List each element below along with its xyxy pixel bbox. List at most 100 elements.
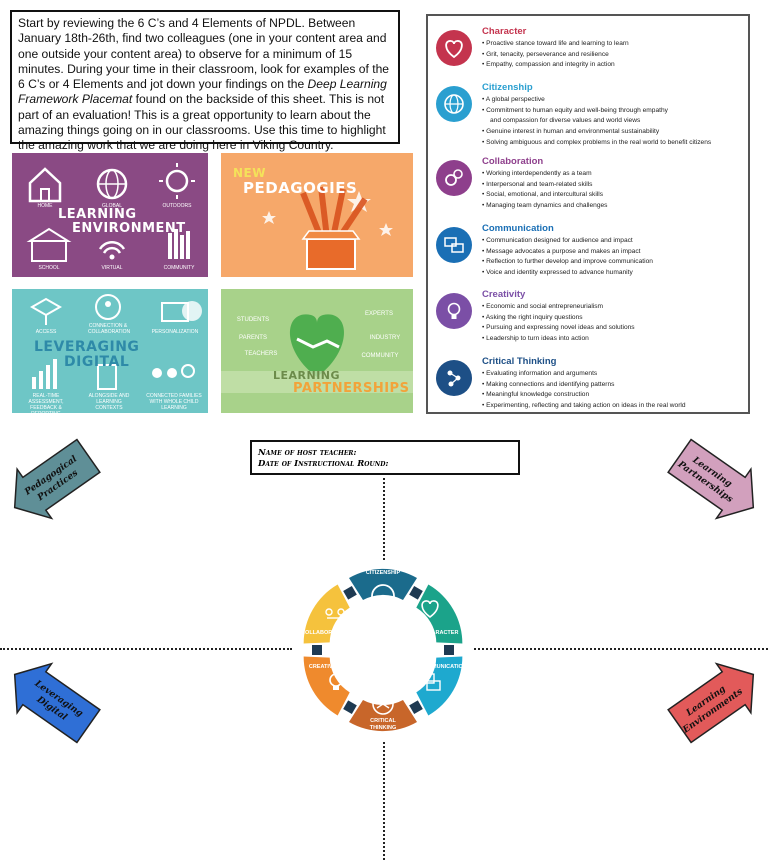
six-cs-wheel: CITIZENSHIP: [301, 568, 467, 732]
c-title: Character: [482, 26, 527, 37]
lightbulb-icon: [436, 293, 472, 329]
open-box-illustration: [262, 186, 393, 270]
pedagogical-practices-arrow: Pedagogical Practices: [13, 438, 101, 520]
heart-icon: [436, 30, 472, 66]
tile-label: SCHOOL: [38, 265, 60, 271]
tile-label: CONNECTION & COLLABORATION: [88, 323, 131, 335]
tile-label: GLOBAL: [101, 203, 122, 209]
tile-title-2: PARTNERSHIPS: [293, 381, 410, 396]
wheel-label: CREATIVITY: [309, 664, 342, 670]
list-item: Proactive stance toward life and learnin…: [482, 39, 629, 50]
intro-text-italic: Deep Learning Framework Placemat: [18, 77, 387, 107]
list-item: Solving ambiguous and complex problems i…: [482, 138, 711, 149]
tile-title-2: DIGITAL: [64, 354, 130, 370]
list-item: Leadership to turn ideas into action: [482, 334, 635, 345]
tile-title-1: LEVERAGING: [34, 339, 140, 355]
wheel-label: COLLABORATION: [301, 630, 349, 636]
speech-bubbles-icon: [420, 673, 441, 691]
tile-label: TEACHERS: [244, 351, 278, 357]
intro-text-1: Start by reviewing the 6 C’s and 4 Eleme…: [18, 16, 390, 92]
list-item: Reflection to further develop and improv…: [482, 257, 653, 268]
six-cs-panel: Character Proactive stance toward life a…: [426, 14, 750, 414]
host-teacher-box: Name of host teacher: Date of Instructio…: [250, 440, 520, 475]
wheel-label: CRITICAL: [370, 718, 396, 724]
tile-label: COMMUNITY: [163, 265, 195, 271]
speech-bubbles-icon: [436, 227, 472, 263]
tile-label: STUDENTS: [236, 317, 270, 323]
wheel-label: CHARACTER: [424, 630, 459, 636]
horizontal-divider-right: [474, 648, 768, 650]
handshake-heart-illustration: [221, 314, 413, 393]
wheel-label: CITIZENSHIP: [366, 570, 401, 576]
list-item: Genuine interest in human and environmen…: [482, 127, 711, 138]
list-item: Voice and identity expressed to advance …: [482, 268, 653, 279]
c-title: Creativity: [482, 289, 526, 300]
list-item: A global perspective: [482, 95, 711, 106]
list-item: Managing team dynamics and challenges: [482, 201, 607, 212]
new-pedagogies-tile: NEW PEDAGOGIES: [221, 153, 413, 277]
intro-box: Start by reviewing the 6 C’s and 4 Eleme…: [10, 10, 400, 152]
list-item: Message advocates a purpose and makes an…: [482, 247, 653, 258]
list-item: Grit, tenacity, perseverance and resilie…: [482, 50, 629, 61]
c-title: Citizenship: [482, 82, 533, 93]
wheel-segment-citizenship: CITIZENSHIP: [349, 568, 417, 608]
wheel-segment-character: [416, 584, 463, 644]
list-item: Economic and social entrepreneurialism: [482, 302, 635, 313]
list-item: Interpersonal and team-related skills: [482, 180, 607, 191]
gears-icon: [436, 160, 472, 196]
tile-label: REAL-TIME ASSESSMENT, FEEDBACK & REPORTI…: [28, 393, 64, 413]
tile-label: INDUSTRY: [369, 335, 401, 341]
heart-icon: [421, 600, 439, 618]
host-teacher-label: Name of host teacher:: [258, 448, 357, 458]
tile-label: COMMUNITY: [361, 353, 399, 359]
vertical-divider-top: [383, 478, 385, 560]
vertical-divider-bottom: [383, 742, 385, 860]
list-item: Commitment to human equity and well-bein…: [482, 106, 711, 117]
list-item: Making connections and identifying patte…: [482, 380, 686, 391]
people-icon: [325, 608, 345, 619]
wheel-segment-creativity: [303, 656, 350, 716]
lightbulb-icon: [329, 673, 343, 690]
tile-label: EXPERTS: [365, 311, 393, 317]
list-item: Experimenting, reflecting and taking act…: [482, 401, 685, 412]
list-item: and compassion for diverse values and wo…: [490, 117, 641, 125]
list-item: Pursuing and expressing novel ideas and …: [482, 323, 634, 334]
c-title: Critical Thinking: [482, 356, 557, 367]
list-item: Working interdependently as a team: [482, 169, 607, 180]
instructional-round-date-label: Date of Instructional Round:: [258, 459, 389, 469]
tile-label: PERSONALIZATION: [151, 329, 199, 335]
c-title: Communication: [482, 223, 554, 234]
list-item: Evaluating information and arguments: [482, 369, 686, 380]
learning-environments-arrow: Learning Environments: [667, 662, 755, 744]
learning-environment-tile: LEARNING ENVIRONMENT HOME GLOBAL OUTDOOR…: [12, 153, 208, 277]
tile-label: ALONGSIDE AND LEARNING CONTEXTS: [88, 393, 130, 411]
globe-icon: [371, 584, 395, 608]
tile-label: HOME: [37, 203, 53, 209]
tile-title-1: NEW: [233, 166, 266, 180]
tile-label: VIRTUAL: [101, 265, 123, 271]
leveraging-digital-tile: LEVERAGING DIGITAL ACCESS CONNECTION & C…: [12, 289, 208, 413]
learning-partnerships-arrow: Learning Partnerships: [667, 438, 755, 520]
tile-label: OUTDOORS: [162, 203, 192, 209]
network-icon: [372, 693, 394, 715]
tile-title-1: LEARNING: [273, 369, 341, 382]
list-item: Communication designed for audience and …: [482, 236, 653, 247]
list-item: Meaningful knowledge construction: [482, 390, 686, 401]
learning-environment-illustration: [26, 163, 195, 262]
globe-icon: [436, 86, 472, 122]
horizontal-divider-left: [0, 648, 292, 650]
wheel-segment-critical-thinking: [349, 700, 417, 732]
tile-label: PARENTS: [239, 335, 267, 341]
tile-title-1: LEARNING: [58, 207, 137, 222]
tile-label: CONNECTED FAMILIES WITH WHOLE CHILD LEAR…: [146, 393, 202, 411]
wheel-label: THINKING: [370, 725, 397, 731]
intro-text-2: found on the backside of this sheet. Thi…: [18, 92, 386, 153]
leveraging-digital-arrow: Leveraging Digital: [13, 662, 101, 744]
list-item: Social, emotional, and intercultural ski…: [482, 190, 607, 201]
list-item: Empathy, compassion and integrity in act…: [482, 60, 629, 71]
c-title: Collaboration: [482, 156, 544, 167]
list-item: Asking the right inquiry questions: [482, 313, 635, 324]
leveraging-digital-illustration: [29, 294, 202, 390]
tile-title-2: ENVIRONMENT: [72, 221, 186, 236]
wheel-label: COMMUNICATION: [419, 664, 467, 670]
